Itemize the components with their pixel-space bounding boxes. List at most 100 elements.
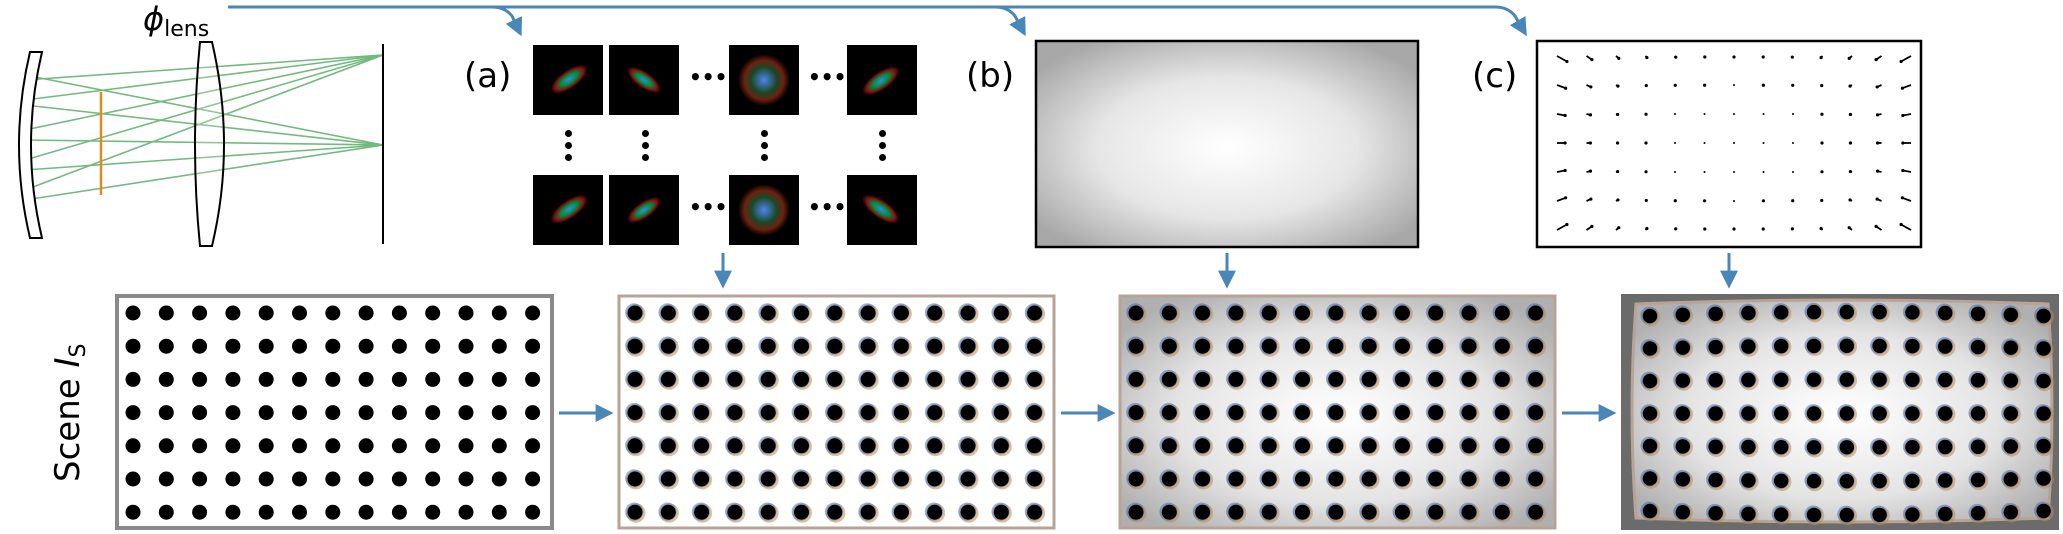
- distortion-vector-head: [1848, 198, 1852, 202]
- grid-dot: [993, 371, 1009, 387]
- distortion-vector-head: [1644, 112, 1648, 116]
- grid-dot: [794, 305, 809, 321]
- grid-dot: [192, 405, 208, 421]
- grid-dot: [391, 338, 407, 354]
- grid-dot: [1195, 405, 1211, 421]
- grid-dot: [993, 438, 1009, 454]
- distortion-vector-head: [1875, 85, 1879, 89]
- grid-dot: [827, 371, 843, 387]
- grid-dot: [760, 338, 776, 354]
- grid-dot: [1461, 371, 1477, 387]
- grid-dot: [1806, 372, 1822, 387]
- distortion-vector-head: [1644, 83, 1648, 88]
- grid-dot: [1494, 338, 1510, 354]
- grid-dot: [727, 405, 743, 421]
- grid-dot: [627, 305, 643, 321]
- grid-dot: [1261, 371, 1277, 387]
- grid-dot: [125, 371, 141, 387]
- grid-dot: [727, 504, 743, 520]
- grid-dot: [1708, 339, 1723, 355]
- scene-label: Scene IS: [48, 344, 91, 482]
- distortion-vector-head: [1900, 196, 1904, 200]
- grid-dot: [2003, 439, 2019, 454]
- grid-dot: [727, 338, 743, 354]
- vertical-ellipsis: [877, 130, 887, 166]
- distortion-vector-head: [1617, 56, 1621, 60]
- grid-dot: [225, 405, 241, 421]
- grid-dot: [1428, 438, 1444, 454]
- grid-dot: [1839, 440, 1855, 455]
- grid-dot: [358, 438, 374, 454]
- grid-dot: [860, 405, 876, 421]
- grid-dot: [660, 438, 676, 454]
- distortion-vector-head: [1563, 141, 1567, 145]
- grid-dot: [491, 471, 507, 487]
- grid-dot: [760, 438, 776, 454]
- grid-dot: [192, 438, 208, 454]
- grid-dot: [1261, 338, 1277, 354]
- grid-dot: [2036, 341, 2051, 356]
- grid-dot: [1675, 505, 1691, 520]
- grid-dot: [1872, 440, 1887, 455]
- grid-dot: [893, 405, 909, 421]
- distortion-vector-head: [1900, 86, 1904, 90]
- grid-dot: [927, 405, 943, 421]
- distortion-vector-head: [1901, 113, 1905, 118]
- grid-dot: [158, 371, 174, 387]
- grid-dot: [1428, 305, 1444, 321]
- distortion-vector-head: [1588, 141, 1593, 145]
- distortion-vector-head: [1848, 141, 1852, 145]
- grid-dot: [694, 338, 710, 354]
- grid-dot: [225, 438, 241, 454]
- grid-dot: [1741, 372, 1756, 388]
- grid-dot: [893, 371, 909, 387]
- grid-dot: [1528, 305, 1544, 321]
- distortion-vector-head: [1761, 227, 1765, 231]
- grid-dot: [960, 438, 976, 454]
- grid-dot: [1938, 439, 1953, 455]
- grid-dot: [325, 371, 341, 387]
- grid-dot: [1361, 438, 1377, 454]
- distortion-vector-head: [1563, 113, 1567, 118]
- grid-dot: [1461, 471, 1477, 487]
- grid-dot: [1642, 438, 1658, 454]
- distortion-vector-head: [1848, 169, 1852, 174]
- row2-ellipsis-2: •••: [808, 195, 847, 219]
- grid-dot: [760, 405, 776, 421]
- grid-dot: [1872, 507, 1887, 523]
- psf-tile: [533, 45, 603, 115]
- grid-dot: [258, 338, 274, 354]
- grid-dot: [1675, 340, 1691, 355]
- psf-tile: [729, 175, 799, 245]
- scene-dot-grid: [115, 294, 554, 530]
- distortion-vector-head: [1588, 113, 1593, 117]
- distortion-vector-head: [1565, 59, 1569, 64]
- grid-dot: [893, 438, 909, 454]
- distortion-vector-head: [1790, 227, 1794, 231]
- row2-ellipsis-1: •••: [689, 195, 728, 219]
- distortion-vector: [1733, 171, 1735, 173]
- grid-dot: [960, 371, 976, 387]
- grid-dot: [1970, 339, 1986, 355]
- distortion-vector-head: [1899, 222, 1903, 227]
- grid-dot: [760, 504, 776, 520]
- distortion-arrows: [1556, 55, 1912, 231]
- grid-dot: [325, 504, 341, 520]
- grid-dot: [1228, 405, 1244, 421]
- distortion-vector-head: [1564, 196, 1568, 200]
- grid-dot: [1642, 373, 1658, 389]
- grid-dot: [258, 371, 274, 387]
- grid-dot: [1872, 406, 1887, 421]
- grid-dot: [2003, 307, 2019, 322]
- grid-dot: [1839, 406, 1855, 421]
- grid-dot: [525, 405, 541, 421]
- grid-dot: [794, 338, 809, 354]
- grid-dot: [1839, 304, 1855, 320]
- grid-dot: [1295, 371, 1310, 387]
- distortion-vector-head: [1588, 169, 1593, 173]
- grid-dot: [1938, 305, 1953, 321]
- grid-dot: [1905, 439, 1920, 455]
- grid-dot: [960, 405, 976, 421]
- psf-tile: [847, 175, 917, 245]
- grid-dot: [325, 405, 341, 421]
